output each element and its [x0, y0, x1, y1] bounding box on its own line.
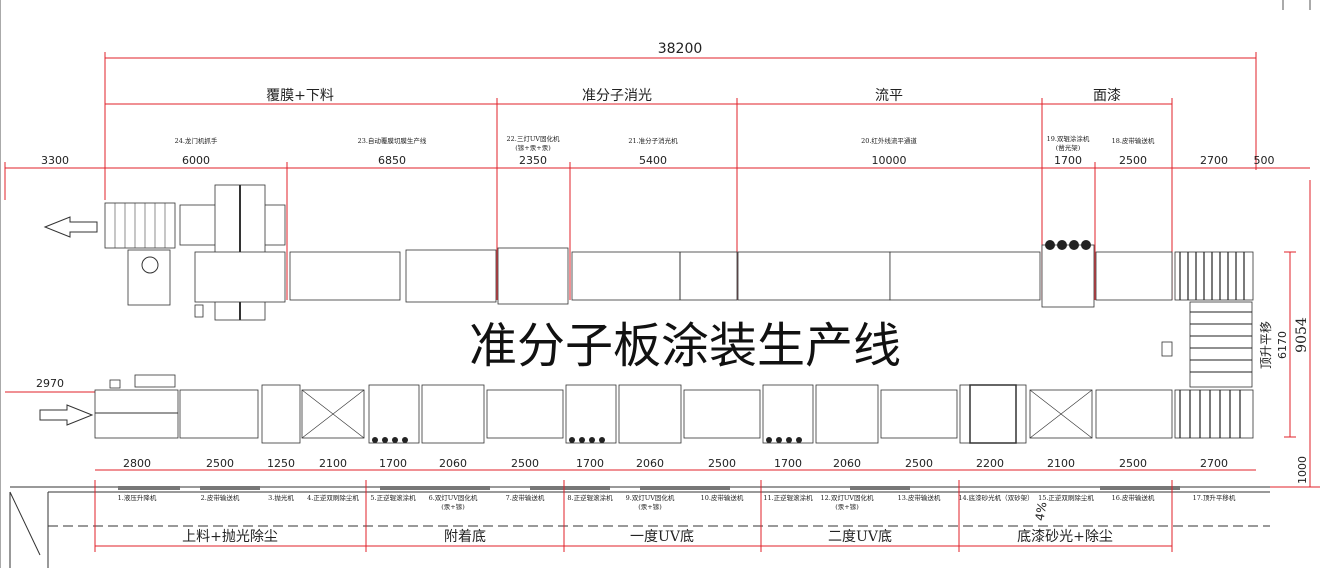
machine-length: 2060: [439, 457, 467, 470]
machine-name: 22.三灯UV固化机: [506, 134, 560, 143]
conveyor-rollers: [114, 203, 166, 248]
top-machine-dims: 3300 6000 6850 2350 5400 10000 1700 2500…: [4, 154, 1311, 468]
machine-name: 5.正逆辊滚涂机: [370, 493, 416, 502]
right-dimensions: 6170 顶升平移 9054 1000: [1259, 251, 1320, 488]
machine-length: 2200: [976, 457, 1004, 470]
machine-length: 2500: [511, 457, 539, 470]
machine-sub: (汞+镓): [835, 502, 859, 511]
arrow-right-icon: [39, 404, 94, 426]
top-machine-labels: 24.龙门机抓手 23.自动覆膜切膜生产线 22.三灯UV固化机 (镓+汞+汞)…: [175, 134, 1155, 152]
floor-band: 4%: [9, 486, 1270, 568]
machine-length: 10000: [872, 154, 907, 167]
section-label: 附着底: [444, 529, 486, 545]
top-sections: 覆膜+下料 准分子消光 流平 面漆: [105, 88, 1173, 300]
machine-length: 2500: [1119, 457, 1147, 470]
machine-name: 10.皮带输送机: [701, 493, 744, 502]
right-sub-height: 6170: [1276, 331, 1289, 359]
machine-name: 17.顶升平移机: [1193, 493, 1236, 502]
machine-sub: (汞+镓): [638, 502, 662, 511]
bottom-machine-labels: 1.液压升降机 2.皮带输送机 3.抛光机 4.正逆双刷除尘机 5.正逆辊滚涂机…: [118, 493, 1236, 511]
right-extra: 500: [1254, 154, 1275, 167]
arrow-left-icon: [43, 216, 98, 238]
machine-name: 3.抛光机: [268, 493, 294, 502]
machine-name: 20.红外线流平通道: [861, 136, 917, 145]
machine-name: 19.双辊涂涂机: [1047, 134, 1090, 143]
machine-name: 14.底漆砂光机（双砂架）: [958, 493, 1033, 502]
bottom-machine-dims: 2800 2500 1250 2100 1700 2060 2500 1700 …: [95, 457, 1256, 471]
left-offset-bottom-dim: 2970: [5, 377, 95, 393]
section-label: 上料+抛光除尘: [182, 529, 278, 545]
machine-length: 2500: [708, 457, 736, 470]
machine-sub: (凿光架): [1056, 143, 1081, 152]
machine-name: 4.正逆双刷除尘机: [307, 493, 359, 502]
machine-length: 1700: [774, 457, 802, 470]
slope-mark: 4%: [1033, 501, 1050, 522]
machine-name: 13.皮带输送机: [898, 493, 941, 502]
machine-name: 6.双灯UV固化机: [429, 493, 478, 502]
bottom-row-machines: [94, 374, 1254, 444]
bottom-height: 1000: [1296, 456, 1309, 484]
bottom-sections: 上料+抛光除尘 附着底 一度UV底 二度UV底 底漆砂光+除尘: [94, 480, 1173, 552]
machine-length: 2700: [1200, 457, 1228, 470]
page-title: 准分子板涂装生产线: [469, 318, 901, 374]
machine-length: 6850: [378, 154, 406, 167]
section-label: 底漆砂光+除尘: [1017, 529, 1113, 545]
machine-name: 24.龙门机抓手: [175, 136, 218, 145]
section-label: 准分子消光: [582, 88, 652, 104]
machine-name: 15.正逆双刷除尘机: [1038, 493, 1094, 502]
right-height: 9054: [1294, 317, 1310, 353]
machine-name: 23.自动覆膜切膜生产线: [358, 136, 427, 145]
machine-length: 5400: [639, 154, 667, 167]
total-length: 38200: [658, 41, 703, 57]
machine-name: 1.液压升降机: [118, 493, 157, 502]
machine-name: 21.准分子消光机: [628, 136, 678, 145]
machine-length: 2500: [206, 457, 234, 470]
section-label: 覆膜+下料: [266, 88, 334, 104]
machine-name: 11.正逆辊滚涂机: [763, 493, 813, 502]
machine-name: 18.皮带输送机: [1112, 136, 1155, 145]
top-row-machines: [104, 184, 1254, 388]
machine-length: 1250: [267, 457, 295, 470]
machine-length: 2500: [1119, 154, 1147, 167]
machine-length: 2350: [519, 154, 547, 167]
right-sub-label: 顶升平移: [1259, 321, 1273, 369]
left-offset-bottom: 2970: [36, 377, 64, 390]
section-label: 一度UV底: [630, 529, 694, 545]
machine-length: 2500: [905, 457, 933, 470]
machine-length: 2800: [123, 457, 151, 470]
machine-length: 1700: [379, 457, 407, 470]
section-label: 面漆: [1093, 88, 1121, 104]
machine-length: 6000: [182, 154, 210, 167]
machine-name: 8.正逆辊滚涂机: [567, 493, 613, 502]
machine-name: 2.皮带输送机: [201, 493, 240, 502]
machine-name: 16.皮带输送机: [1112, 493, 1155, 502]
machine-length: 2100: [1047, 457, 1075, 470]
machine-length: 1700: [1054, 154, 1082, 167]
machine-name: 7.皮带输送机: [506, 493, 545, 502]
machine-length: 2700: [1200, 154, 1228, 167]
left-offset-top: 3300: [41, 154, 69, 167]
machine-length: 2060: [833, 457, 861, 470]
machine-length: 2060: [636, 457, 664, 470]
machine-sub: (汞+镓): [441, 502, 465, 511]
machine-sub: (镓+汞+汞): [515, 143, 551, 152]
section-label: 流平: [875, 88, 903, 104]
machine-length: 2100: [319, 457, 347, 470]
machine-length: 1700: [576, 457, 604, 470]
section-label: 二度UV底: [828, 529, 892, 545]
overall-dimension: 38200: [104, 41, 1257, 200]
machine-name: 9.双灯UV固化机: [626, 493, 675, 502]
machine-name: 12.双灯UV固化机: [820, 493, 874, 502]
